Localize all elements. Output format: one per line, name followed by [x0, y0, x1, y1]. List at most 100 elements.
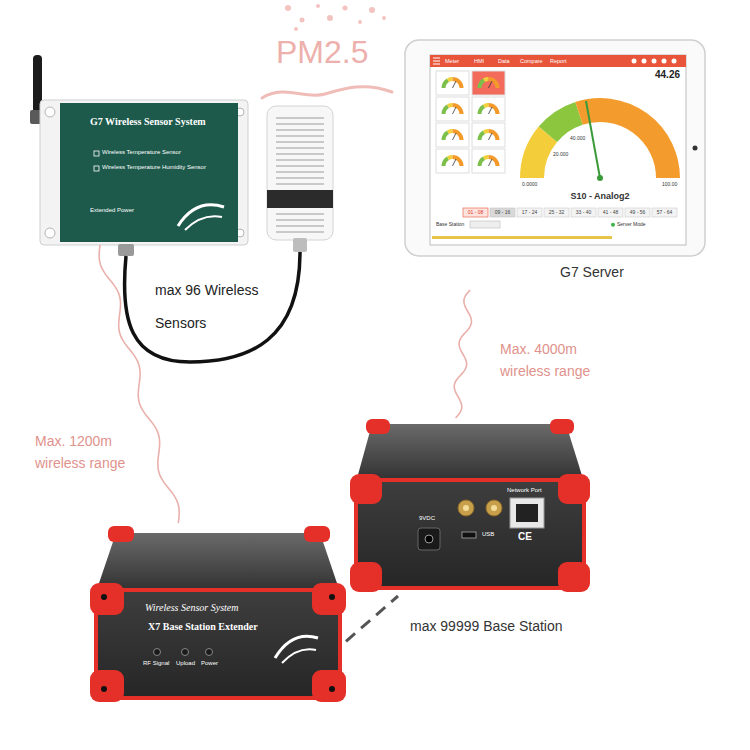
text-slot: X7 Base Station Extender: [148, 621, 258, 633]
label-slot: 40.000: [570, 136, 585, 142]
device-label: Wireless Temperature Sensor: [102, 149, 181, 156]
diagram-label: 20.000: [553, 152, 568, 158]
tablet-part: [436, 97, 469, 121]
pm25-decoration-part: [262, 87, 392, 98]
base-station-part: [491, 505, 497, 511]
label-slot: 100.00: [662, 182, 677, 188]
base-station-part: [458, 500, 474, 516]
g7-sensor-box-part: [40, 100, 248, 245]
device-label: G7 Wireless Sensor System: [90, 116, 206, 128]
text-slot: Wireless Temperature Humidity Sensor: [102, 164, 206, 171]
tablet-part: [472, 149, 505, 173]
base-station-extender-part: [108, 526, 134, 542]
sensor-cable: [124, 252, 300, 362]
base-station-part: [366, 419, 390, 434]
base-station-part: [356, 480, 584, 588]
diagram-label: max 99999 Base Station: [410, 618, 563, 634]
tablet-part: [579, 110, 668, 178]
g7-sensor-box-part: [94, 151, 99, 156]
diagram-label: 25 - 32: [544, 210, 569, 216]
base-station-part: [463, 505, 469, 511]
edge-label-slot: Max. 1200m wireless range: [35, 430, 147, 474]
base-station: [350, 419, 590, 592]
device-node: Wireless Sensor System X7 Base Station Ex…: [88, 523, 346, 705]
tablet: [405, 40, 705, 256]
base-station-extender-part: [154, 649, 161, 656]
connectors: [99, 245, 471, 641]
tablet-part: [548, 113, 579, 134]
tablet-part: [433, 58, 440, 64]
pm25-sensor-housing-part: [293, 238, 307, 252]
base-station-part: [462, 532, 476, 538]
device-label: CE: [518, 531, 532, 543]
pm25-sensor-housing-part: [276, 118, 324, 232]
base-station-extender-part: [312, 583, 346, 615]
diagram-label: 49 - 56: [625, 210, 650, 216]
tablet-part: [430, 55, 686, 67]
label-slot: Data: [498, 58, 510, 64]
device-label: Wireless Sensor System: [145, 602, 239, 614]
tablet-part: [672, 59, 677, 64]
g7-sensor-box-part: [45, 228, 55, 238]
device-label: Wireless Temperature Humidity Sensor: [102, 164, 206, 171]
pm25-decoration-part: [316, 4, 320, 8]
tablet-part: [480, 157, 498, 166]
tablet-part: [444, 131, 462, 140]
range-label: Max. 1200m wireless range: [35, 430, 147, 474]
text-slot: Upload: [176, 660, 195, 667]
edge-label-slot: Max. 4000m wireless range: [500, 338, 618, 382]
diagram-label: 0.0000: [522, 182, 537, 188]
pm25-sensor-housing: [267, 106, 333, 252]
base-station-part: [418, 528, 440, 550]
pm25-decoration-part: [382, 16, 386, 20]
device-label: G7 Server: [560, 264, 624, 280]
diagram-label: Meter: [445, 58, 459, 64]
diagram-label: 09 - 16: [490, 210, 515, 216]
g7-sensor-box: [30, 55, 248, 256]
base-station-extender-part: [96, 533, 340, 592]
diagram-label: 40.000: [570, 136, 585, 142]
tablet-part: [662, 59, 667, 64]
base-station-part: [510, 498, 544, 528]
base-station-extender-part: [206, 649, 213, 656]
diagram-label: Server Mode: [617, 222, 646, 228]
diagram-label: 57 - 64: [652, 210, 677, 216]
diagram-label: 41 - 48: [598, 210, 623, 216]
tablet-part: [480, 131, 498, 140]
base-station-part: [350, 562, 382, 592]
tablet-part: [693, 146, 698, 151]
tablet-part: [490, 208, 515, 217]
label-slot: Server Mode: [617, 222, 646, 228]
diagram-label: Report: [550, 58, 567, 64]
diagram-label: S10 - Analog2: [550, 191, 650, 201]
label-slot: 41 - 48: [598, 210, 623, 216]
tablet-part: [436, 149, 469, 173]
tablet-part: [544, 208, 569, 217]
pm25-decoration-part: [300, 18, 305, 23]
pm25-decoration-part: [343, 6, 348, 11]
g7-sensor-box-part: [60, 103, 238, 242]
label-slot: S10 - Analog2: [550, 191, 650, 201]
device-node: G7 Wireless Sensor SystemWireless Temper…: [60, 100, 238, 245]
tablet-part: [405, 40, 705, 256]
base-station-part: [486, 500, 502, 516]
device-label: Power: [201, 660, 218, 667]
label-slot: HMI: [474, 58, 484, 64]
tablet-part: [430, 55, 686, 245]
tablet-part: [444, 105, 462, 114]
base-station-part: [516, 504, 538, 522]
diagram-label: PM2.5: [276, 34, 368, 71]
base-station-extender-part: [329, 594, 335, 600]
device-label: X7 Base Station Extender: [148, 621, 258, 633]
device-label: Network Port: [507, 487, 542, 494]
tablet-part: [472, 123, 505, 147]
base-station-extender-part: [101, 594, 107, 600]
diagram-label: 01 - 08: [463, 210, 488, 216]
tablet-part: [625, 208, 650, 217]
base-station-extender: [90, 526, 346, 702]
text-slot: Wireless Sensor System: [145, 602, 239, 614]
base-station-extender-part: [275, 636, 318, 658]
